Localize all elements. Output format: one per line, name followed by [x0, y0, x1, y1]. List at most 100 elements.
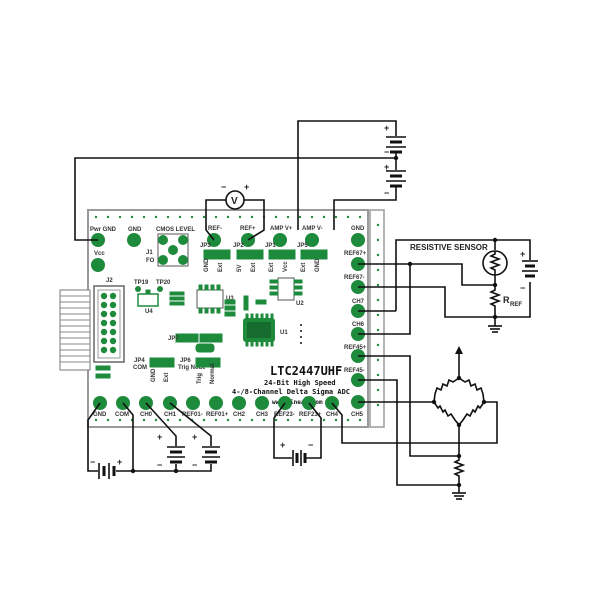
svg-text:−: − [90, 457, 95, 467]
svg-text:−: − [157, 460, 162, 470]
svg-text:JP2: JP2 [233, 243, 244, 249]
svg-text:J1: J1 [146, 250, 153, 256]
svg-text:CH4: CH4 [326, 412, 339, 418]
svg-text:−: − [520, 283, 525, 293]
smd-parts [95, 291, 185, 379]
svg-text:CH7: CH7 [352, 299, 365, 305]
svg-text:FO: FO [146, 258, 155, 264]
arrow-up-icon [455, 346, 463, 378]
svg-text:REF+: REF+ [240, 226, 256, 232]
turret-ch0[interactable]: CH0 [139, 396, 153, 418]
rref-resistor-icon [488, 285, 502, 317]
turret-amp-vminus[interactable]: AMP V- [302, 226, 323, 247]
turret-ch5[interactable]: CH5 [351, 395, 365, 418]
svg-text:www.linear.com: www.linear.com [272, 399, 323, 406]
svg-text:JP1: JP1 [265, 243, 276, 249]
jumper-jp7[interactable]: JP7 [168, 336, 179, 342]
svg-text:REF23+: REF23+ [299, 412, 322, 418]
svg-text:JP7: JP7 [168, 336, 179, 342]
svg-text:CH5: CH5 [351, 412, 364, 418]
svg-text:AMP V+: AMP V+ [270, 226, 293, 232]
svg-text:CH3: CH3 [256, 412, 269, 418]
svg-text:U1: U1 [280, 330, 288, 336]
bridge-resistor-icon [452, 456, 466, 485]
svg-text:REF23-: REF23- [274, 412, 295, 418]
turret-ch3[interactable]: CH3 [255, 396, 269, 418]
svg-text:JP6: JP6 [180, 358, 191, 364]
svg-text:CH0: CH0 [140, 412, 153, 418]
jumper-jp2[interactable]: JP2 5V Ext [233, 243, 264, 272]
svg-text:LTC2447UHF: LTC2447UHF [270, 364, 342, 378]
turret-gnd-top[interactable]: GND [127, 227, 142, 247]
amp-supply-circuit: + − + − [74, 120, 406, 241]
battery-ch0: + − [157, 432, 185, 470]
jumper-jp4[interactable]: JP4 COM GND Ext [133, 357, 175, 382]
svg-text:JP5: JP5 [297, 243, 308, 249]
battery-ch1: + − [192, 432, 220, 470]
voltmeter-circuit: V − + [205, 182, 265, 241]
connector-j2[interactable]: J2 [93, 278, 125, 363]
cmos-level-header[interactable]: CMOS LEVEL J1 FO [146, 227, 195, 267]
turret-ch4[interactable]: CH4 [325, 396, 339, 418]
svg-text:TP19: TP19 [134, 280, 149, 286]
svg-text:GND: GND [315, 258, 321, 272]
svg-text:Ext: Ext [269, 263, 275, 272]
svg-text:GND: GND [351, 226, 365, 232]
svg-text:Normal: Normal [210, 363, 216, 384]
jumper-jp3[interactable]: JP3 GND Ext [200, 243, 231, 272]
turret-amp-vplus[interactable]: AMP V+ [270, 226, 293, 247]
svg-text:−: − [384, 188, 389, 198]
turret-vcc[interactable]: Vcc [91, 251, 105, 272]
svg-text:REF67-: REF67- [344, 275, 365, 281]
jumper-jp5[interactable]: JP5 Ext GND [297, 243, 328, 272]
svg-text:GND: GND [151, 368, 157, 382]
turret-gnd-bottom[interactable]: GND [93, 396, 107, 418]
input-battery-circuit: − + + − + − [87, 402, 220, 479]
jumper-jp6[interactable]: JP6 Trig Node Trig Normal [178, 357, 221, 384]
battery-upper: + − [384, 123, 406, 158]
svg-text:GND: GND [128, 227, 142, 233]
svg-text:REF45+: REF45+ [344, 345, 367, 351]
svg-text:Vcc: Vcc [283, 261, 289, 272]
svg-text:REF-: REF- [208, 226, 222, 232]
svg-text:+: + [384, 123, 389, 133]
turret-ch2[interactable]: CH2 [232, 396, 246, 418]
svg-text:REF: REF [510, 302, 522, 308]
svg-text:COM: COM [115, 412, 129, 418]
svg-text:Ext: Ext [301, 263, 307, 272]
turret-ref01-minus[interactable]: REF01- [182, 396, 203, 418]
ground-icon-bridge [452, 485, 466, 500]
chip-u1-ltc2447: U1 [243, 313, 302, 347]
svg-text:U2: U2 [296, 301, 304, 307]
svg-text:COM: COM [133, 365, 147, 371]
bridge-circuit [331, 346, 498, 500]
svg-text:−: − [221, 182, 226, 192]
battery-ref23: + − [280, 440, 313, 466]
svg-text:REF67+: REF67+ [344, 251, 367, 257]
svg-text:REF01+: REF01+ [206, 412, 229, 418]
chip-u3: U3 [196, 284, 234, 314]
test-points: TP19 TP20 [134, 280, 171, 292]
svg-text:4-/8-Channel Delta Sigma ADC: 4-/8-Channel Delta Sigma ADC [232, 388, 350, 396]
voltmeter-icon: V [225, 190, 245, 210]
svg-text:+: + [117, 457, 122, 467]
board-edge-dots [94, 215, 380, 422]
svg-text:REF01-: REF01- [182, 412, 203, 418]
turret-ch7[interactable]: CH7 [351, 299, 365, 318]
svg-text:GND: GND [204, 258, 210, 272]
svg-text:CH2: CH2 [233, 412, 246, 418]
ref23-battery-circuit: + − [273, 402, 322, 466]
chip-u2: U2 [269, 277, 304, 307]
svg-text:R: R [503, 295, 510, 305]
jumper-jp1[interactable]: JP1 Ext Vcc [265, 243, 296, 272]
turret-ch6[interactable]: CH6 [351, 322, 365, 341]
svg-text:U4: U4 [145, 309, 153, 315]
svg-text:V: V [231, 196, 238, 207]
svg-text:+: + [157, 432, 162, 442]
svg-text:GND: GND [93, 412, 107, 418]
turret-gnd-right[interactable]: GND [351, 226, 365, 247]
turret-ref01-plus[interactable]: REF01+ [206, 396, 229, 418]
battery-gnd-com: − + [90, 457, 122, 479]
svg-text:JP3: JP3 [200, 243, 211, 249]
